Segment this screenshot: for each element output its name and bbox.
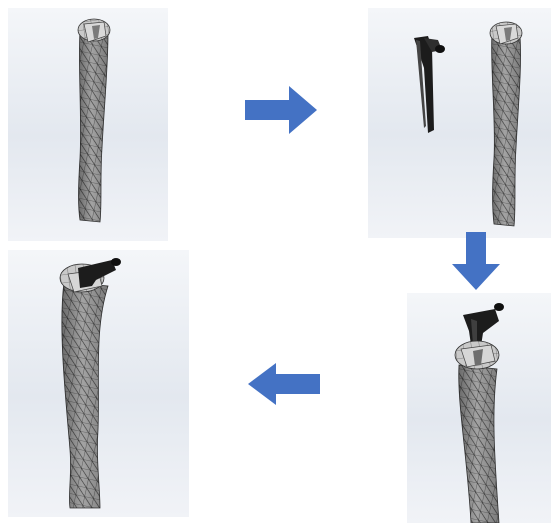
arrow-right-icon (245, 86, 317, 134)
arrow-down-icon (452, 232, 500, 290)
step-2-implant-beside-bone-panel (368, 8, 551, 238)
implant-stem (414, 36, 445, 133)
step-4-implant-seated-panel (8, 250, 189, 517)
arrow-down (452, 232, 500, 290)
implant-and-bone-image (368, 8, 551, 238)
arrow-right (245, 86, 317, 134)
step-3-implant-insertion-panel (407, 293, 551, 523)
implant-seated-image (8, 250, 189, 517)
humerus-bone-image (8, 8, 168, 241)
step-1-bone-panel (8, 8, 168, 241)
arrow-left-icon (248, 363, 320, 405)
arrow-left (248, 363, 320, 405)
implant-insertion-image (407, 293, 551, 523)
